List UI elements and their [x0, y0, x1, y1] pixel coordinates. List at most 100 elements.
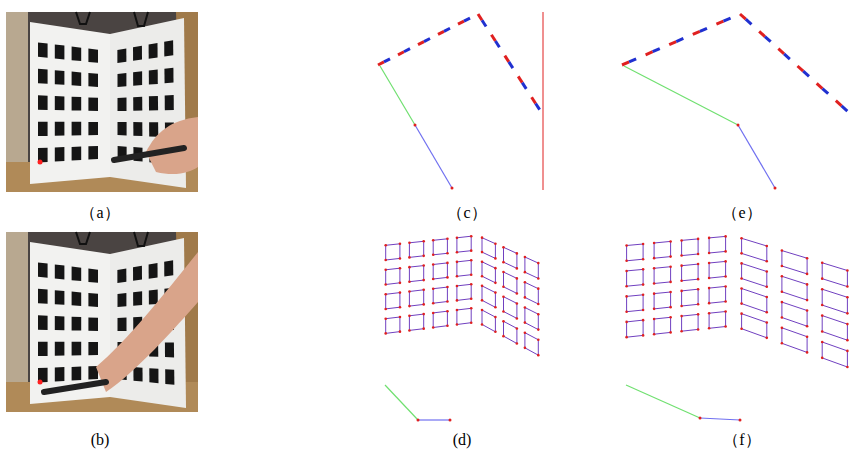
- board-square: [72, 292, 82, 306]
- figure-part: [724, 260, 727, 263]
- figure-part: [537, 287, 540, 290]
- board-square: [88, 122, 98, 135]
- figure-part: [803, 71, 809, 76]
- figure-part: [444, 28, 450, 31]
- figure-part: [740, 252, 743, 255]
- figure-part: [821, 262, 824, 265]
- figure-part: [846, 312, 849, 315]
- grid-square: [709, 286, 726, 303]
- figure-part: [846, 350, 849, 353]
- grid-square: [709, 236, 726, 253]
- figure-part: [642, 319, 645, 322]
- figure-part: [700, 28, 707, 31]
- figure-part: [481, 285, 484, 288]
- figure-part: [724, 285, 727, 288]
- figure-part: [494, 242, 497, 245]
- figure-part: [842, 106, 848, 111]
- figure-part: [669, 306, 672, 309]
- figure-part: [456, 299, 459, 302]
- figure-part: [422, 303, 425, 306]
- panel-label: （e）: [720, 203, 763, 224]
- figure-part: [432, 239, 435, 242]
- board-square: [133, 266, 142, 281]
- figure-part: [422, 289, 425, 292]
- board-square: [164, 68, 173, 84]
- figure-part: [404, 49, 410, 52]
- figure-part: [422, 327, 425, 330]
- figure-part: [516, 327, 519, 330]
- figure-part: [708, 312, 711, 315]
- board-square: [88, 146, 98, 160]
- board-square: [165, 95, 174, 110]
- figure-part: [642, 243, 645, 246]
- figure-part: [494, 316, 497, 319]
- figure-part: [399, 243, 402, 246]
- grid-square: [525, 257, 538, 278]
- grid-square: [504, 272, 517, 293]
- figure-part: [765, 260, 768, 263]
- grid-square: [457, 236, 471, 252]
- figure-part: [422, 255, 425, 258]
- figure-part: [669, 291, 672, 294]
- grid-square: [627, 244, 644, 261]
- figure-part: [446, 300, 449, 303]
- figure-part: [470, 321, 473, 324]
- figure-part: [676, 38, 683, 41]
- grid-square: [682, 239, 699, 256]
- figure-part: [418, 42, 424, 45]
- figure-part: [481, 299, 484, 302]
- grid-square: [654, 267, 671, 284]
- board-square: [149, 122, 158, 137]
- figure-part: [537, 303, 540, 306]
- figure-part: [723, 18, 730, 21]
- photo: [6, 12, 198, 192]
- figure-part: [697, 328, 700, 331]
- figure-part: [399, 291, 402, 294]
- grid-square: [409, 266, 423, 282]
- board-square: [38, 95, 48, 110]
- figure-part: [653, 308, 656, 311]
- figure-part: [422, 313, 425, 316]
- figure-part: [408, 315, 411, 318]
- figure-part: [740, 277, 743, 280]
- board-square: [72, 97, 82, 111]
- board-square: [133, 97, 142, 111]
- figure-part: [781, 249, 784, 252]
- figure-part: [724, 275, 727, 278]
- figure-part: [384, 268, 387, 271]
- figure-part: [642, 268, 645, 271]
- figure-part: [697, 313, 700, 316]
- figure-part: [680, 290, 683, 293]
- figure-part: [669, 42, 676, 45]
- figure-part: [642, 258, 645, 261]
- figure-part: [806, 273, 809, 276]
- board-square: [88, 97, 98, 111]
- board-square: [38, 289, 48, 304]
- figure-part: [481, 260, 484, 263]
- figure-part: [697, 238, 700, 241]
- figure-part: [806, 283, 809, 286]
- figure-part: [481, 275, 484, 278]
- figure-part: [399, 257, 402, 260]
- figure-part: [470, 307, 473, 310]
- grid-square: [822, 289, 847, 313]
- figure-part: [708, 237, 711, 240]
- figure-part: [494, 291, 497, 294]
- figure-part: [432, 326, 435, 329]
- pen-axis: [700, 418, 740, 420]
- grid-square: [386, 268, 400, 284]
- board-square: [117, 268, 126, 283]
- grid-square: [525, 282, 538, 304]
- figure-part: [470, 273, 473, 276]
- figure-part: [781, 275, 784, 278]
- figure-part: [740, 14, 746, 19]
- figure-part: [432, 263, 435, 266]
- figure-part: [516, 252, 519, 255]
- board-square: [88, 342, 98, 355]
- figure-part: [502, 246, 505, 249]
- figure-part: [422, 240, 425, 243]
- figure-part: [398, 52, 404, 55]
- figure-part: [625, 310, 628, 313]
- board-square: [149, 96, 158, 111]
- board-square: [149, 368, 158, 383]
